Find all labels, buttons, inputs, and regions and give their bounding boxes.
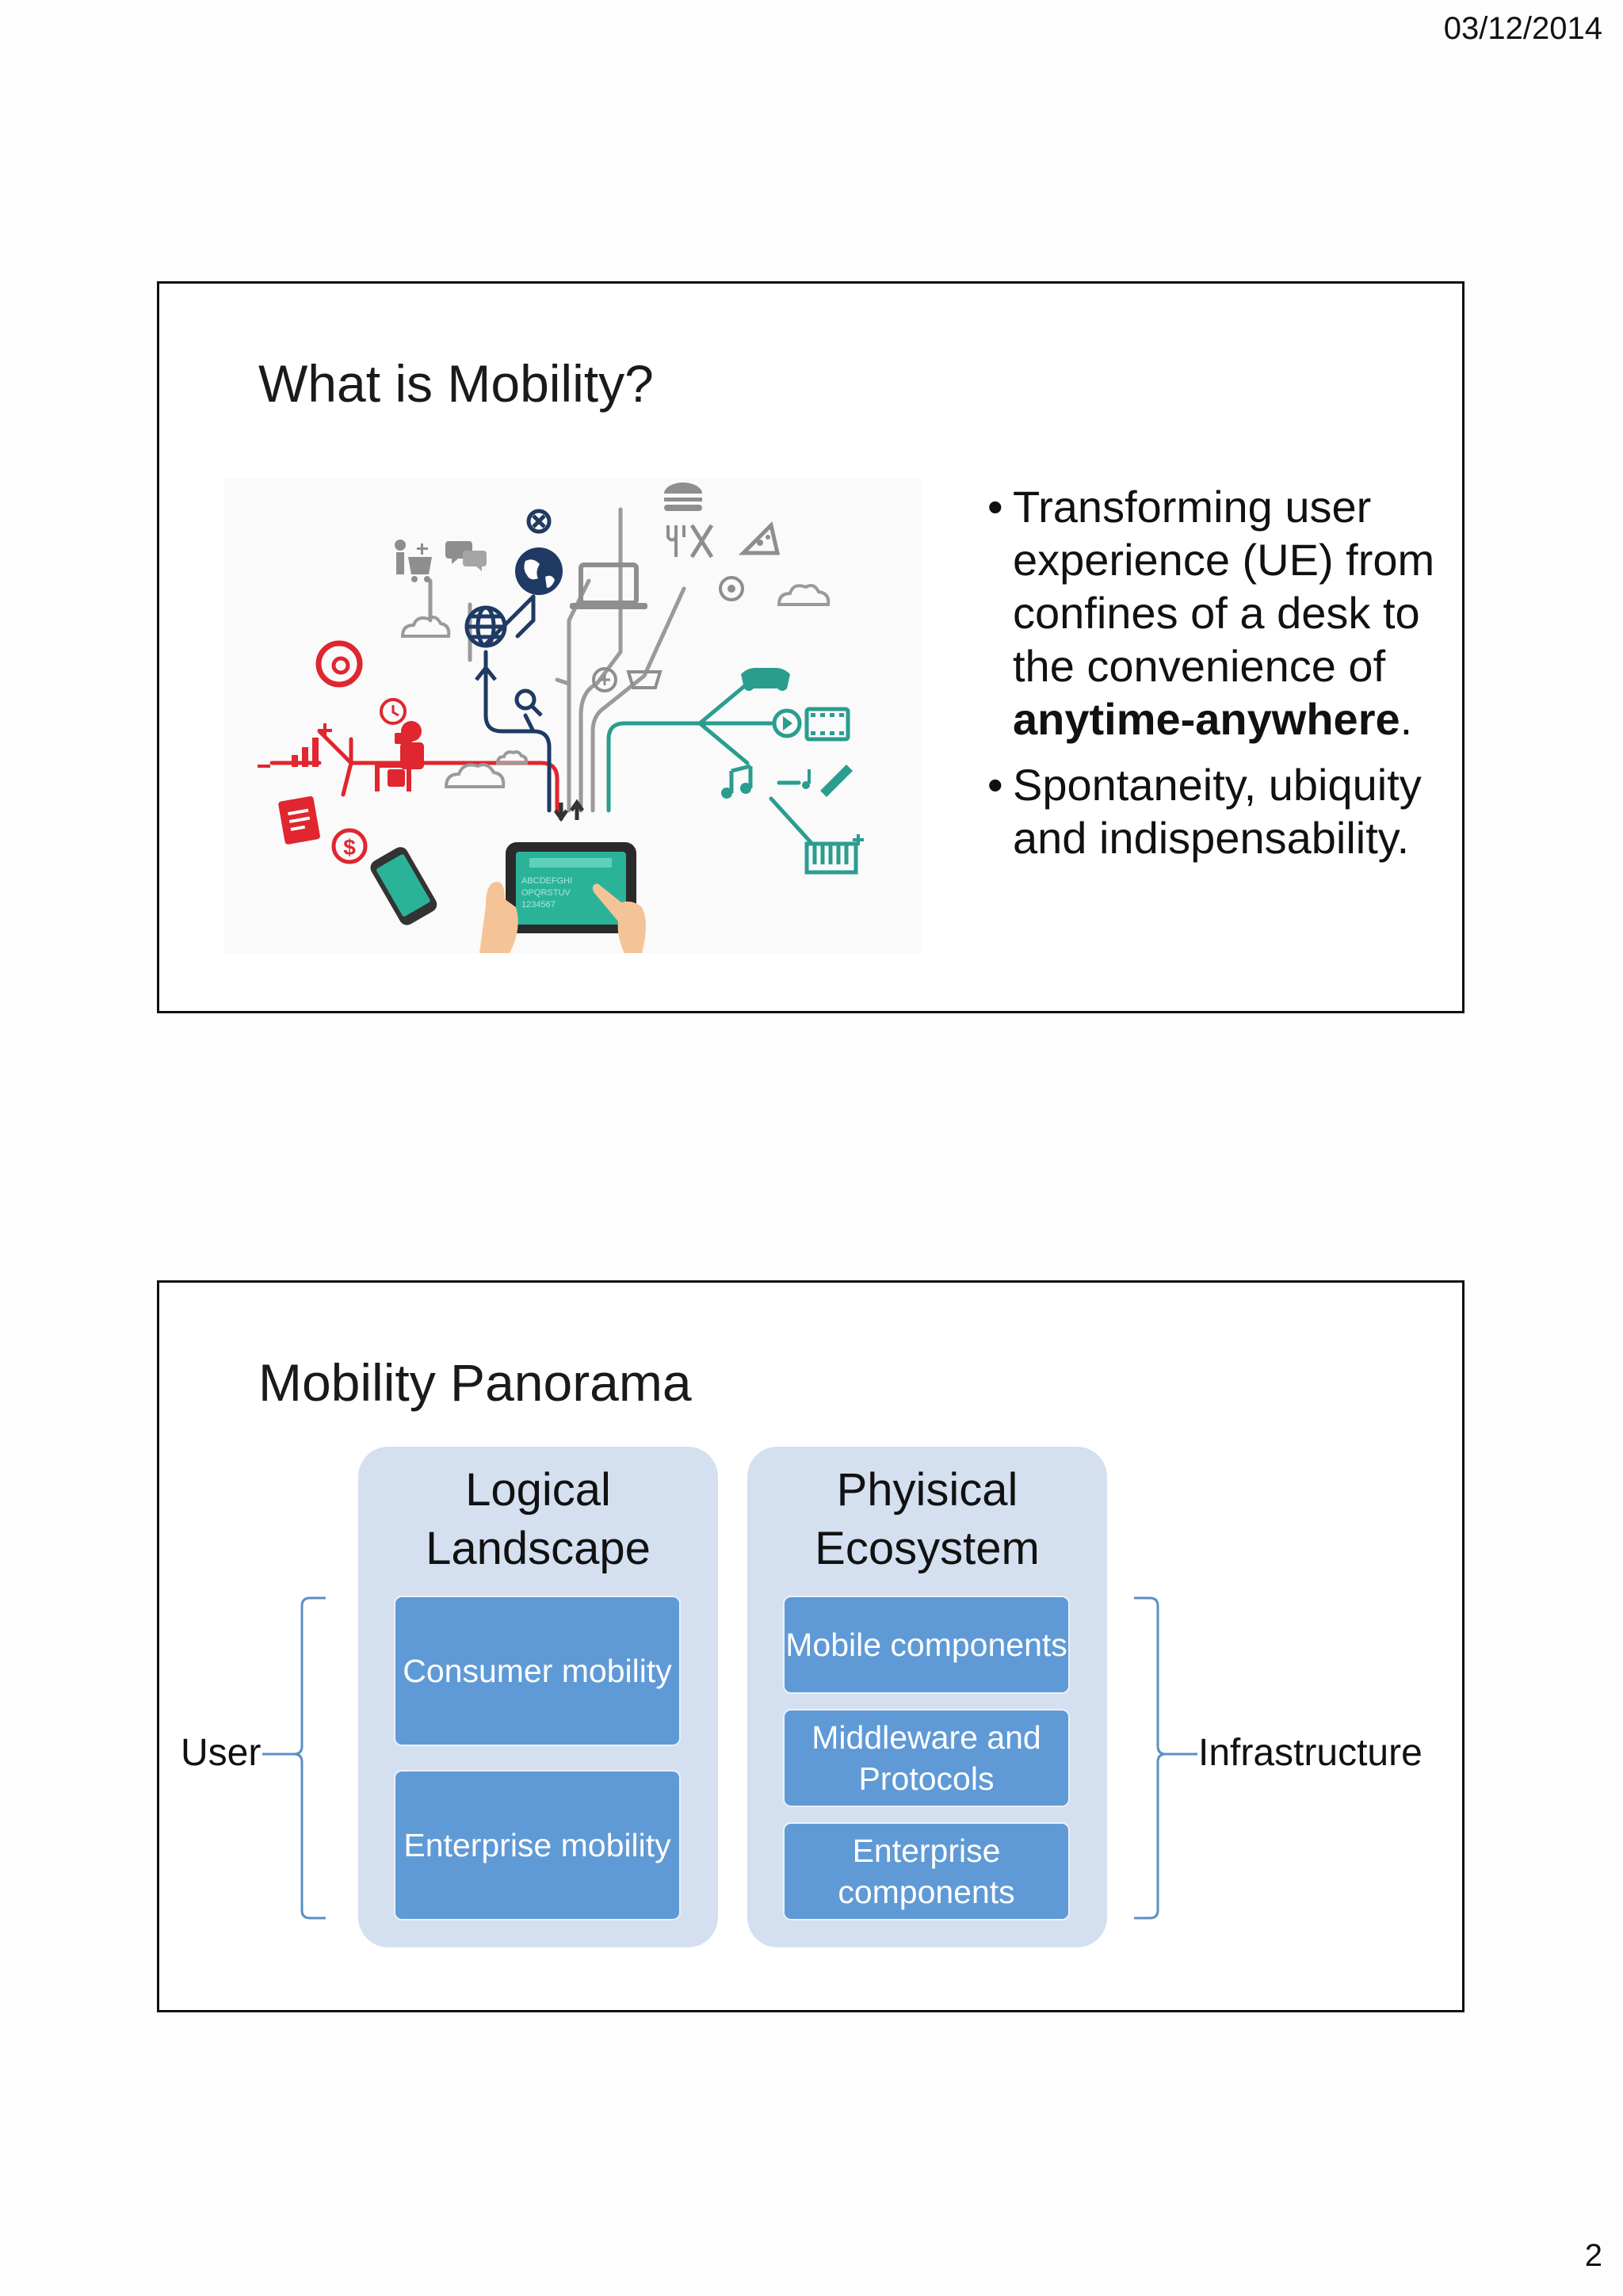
enterprise-mobility-box: Enterprise mobility xyxy=(394,1770,681,1920)
svg-text:$: $ xyxy=(343,835,356,860)
keyboard-row-2: OPQRSTUV xyxy=(521,888,571,898)
physical-ecosystem-group: Phyisical Ecosystem Mobile components Mi… xyxy=(747,1447,1107,1947)
logical-landscape-group: Logical Landscape Consumer mobility Ente… xyxy=(358,1447,718,1947)
page-date: 03/12/2014 xyxy=(1443,11,1602,46)
item-label: Middleware and Protocols xyxy=(812,1719,1041,1797)
middleware-protocols-box: Middleware and Protocols xyxy=(783,1709,1070,1807)
bullet-bold-text: anytime-anywhere xyxy=(1013,694,1400,744)
user-label: User xyxy=(181,1732,262,1774)
mobile-components-box: Mobile components xyxy=(783,1596,1070,1694)
bullet-text: Transforming user experience (UE) from c… xyxy=(1013,482,1435,691)
enterprise-components-box: Enterprise components xyxy=(783,1822,1070,1920)
consumer-mobility-box: Consumer mobility xyxy=(394,1596,681,1746)
item-label: Enterprise mobility xyxy=(403,1827,671,1863)
page-number: 2 xyxy=(1584,2238,1602,2273)
bullet-text: Spontaneity, ubiquity and indispensabili… xyxy=(1013,760,1422,863)
item-label: Enterprise components xyxy=(838,1833,1015,1910)
keyboard-row-1: ABCDEFGHI xyxy=(521,876,572,886)
slide-title: Mobility Panorama xyxy=(258,1353,692,1412)
bullet-tail: . xyxy=(1400,694,1413,744)
bullet-item: Transforming user experience (UE) from c… xyxy=(987,480,1455,746)
infrastructure-label: Infrastructure xyxy=(1198,1732,1423,1774)
item-label: Mobile components xyxy=(785,1627,1067,1663)
group-title-line: Logical xyxy=(465,1464,611,1516)
group-title-line: Ecosystem xyxy=(815,1523,1040,1574)
slide-title: What is Mobility? xyxy=(258,354,654,413)
left-brace xyxy=(262,1596,326,1920)
group-title: Phyisical Ecosystem xyxy=(747,1461,1107,1578)
group-title-line: Landscape xyxy=(426,1523,651,1574)
keyboard-row-3: 1234567 xyxy=(521,900,556,910)
slide-what-is-mobility: What is Mobility? xyxy=(157,281,1465,1013)
bullet-item: Spontaneity, ubiquity and indispensabili… xyxy=(987,758,1455,864)
bullet-list: Transforming user experience (UE) from c… xyxy=(987,480,1455,877)
item-label: Consumer mobility xyxy=(403,1653,672,1689)
group-title: Logical Landscape xyxy=(358,1461,718,1578)
right-brace xyxy=(1134,1596,1197,1920)
slide-mobility-panorama: Mobility Panorama Logical Landscape Cons… xyxy=(157,1280,1465,2012)
group-title-line: Phyisical xyxy=(836,1464,1018,1516)
mobility-illustration: $ xyxy=(224,478,922,953)
